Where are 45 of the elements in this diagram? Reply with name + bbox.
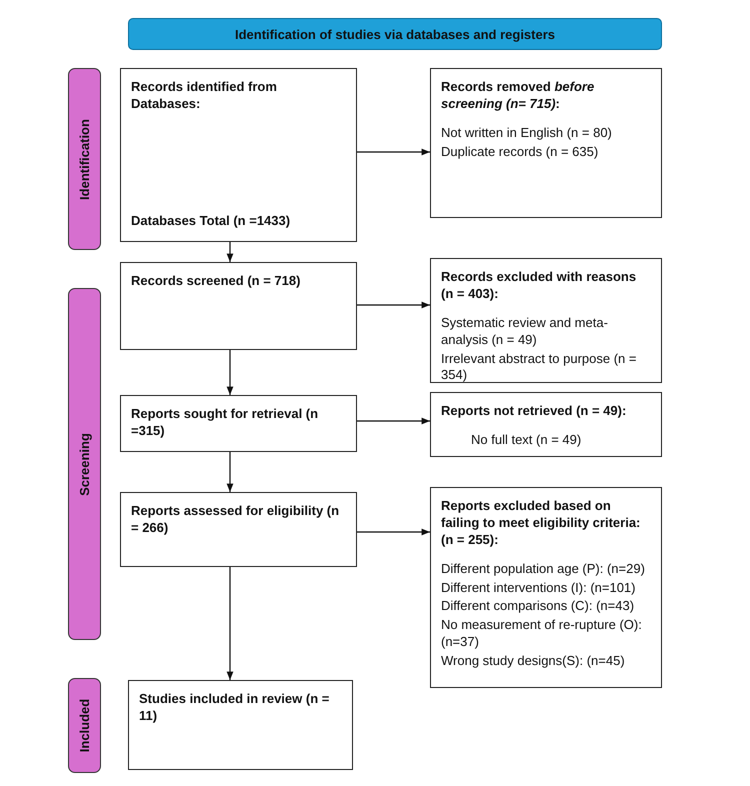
process-box <box>120 68 357 242</box>
box-text: Not written in English (n = 80) <box>441 124 613 142</box>
box-text: Systematic review and meta-analysis (n = 49) <box>441 314 609 349</box>
arrow <box>357 302 430 308</box>
stage-label: Identification <box>77 118 92 200</box>
box-text: Wrong study designs(S): (n=45) <box>441 653 626 670</box>
arrow <box>357 418 430 424</box>
box-text: Different interventions (I): (n=101) <box>441 580 636 596</box>
box-heading: Records removed before screening (n= 715): <box>441 79 596 113</box>
box-text: No measurement of re-rupture (O): (n=37) <box>441 617 643 652</box>
stage-label: Screening <box>77 432 92 496</box>
title-banner <box>128 18 662 50</box>
stage-band <box>68 678 101 773</box>
box-heading: Records excluded with reasons (n = 403): <box>441 269 638 303</box>
arrow <box>226 452 234 492</box>
box-text: Databases Total (n =1433) <box>131 212 292 230</box>
stage-label: Included <box>77 698 92 752</box>
arrow <box>357 528 430 536</box>
process-box <box>430 487 662 688</box>
stage-band <box>68 288 101 640</box>
process-box <box>430 68 662 218</box>
box-text: No full text (n = 49) <box>470 432 582 449</box>
process-box <box>120 492 357 567</box>
box-text: Different population age (P): (n=29) <box>441 560 646 578</box>
box-heading: Reports excluded based on failing to meet eligibility criteria: (n = 255): <box>441 498 642 549</box>
process-box <box>120 395 357 452</box>
process-box <box>128 680 353 770</box>
box-heading: Studies included in review (n = 11) <box>139 691 330 725</box>
arrow <box>226 350 234 395</box>
box-heading: Reports not retrieved (n = 49): <box>441 403 628 420</box>
process-box <box>430 258 662 383</box>
stage-band <box>68 68 101 250</box>
process-box <box>120 262 357 350</box>
arrow <box>226 567 234 680</box>
box-text: Different comparisons (C): (n=43) <box>441 598 636 616</box>
box-heading: Records screened (n = 718) <box>131 273 302 290</box>
box-text: Duplicate records (n = 635) <box>441 144 600 161</box>
box-text: Irrelevant abstract to purpose (n = 354) <box>441 350 638 384</box>
box-heading: Reports assessed for eligibility (n = 266) <box>131 503 340 537</box>
banner-title: Identification of studies via databases and registers <box>234 26 556 42</box>
arrow <box>226 242 234 262</box>
box-heading: Reports sought for retrieval (n =315) <box>131 406 320 440</box>
arrow <box>357 148 430 156</box>
box-heading: Records identified from Databases: <box>131 79 278 113</box>
process-box <box>430 392 662 457</box>
